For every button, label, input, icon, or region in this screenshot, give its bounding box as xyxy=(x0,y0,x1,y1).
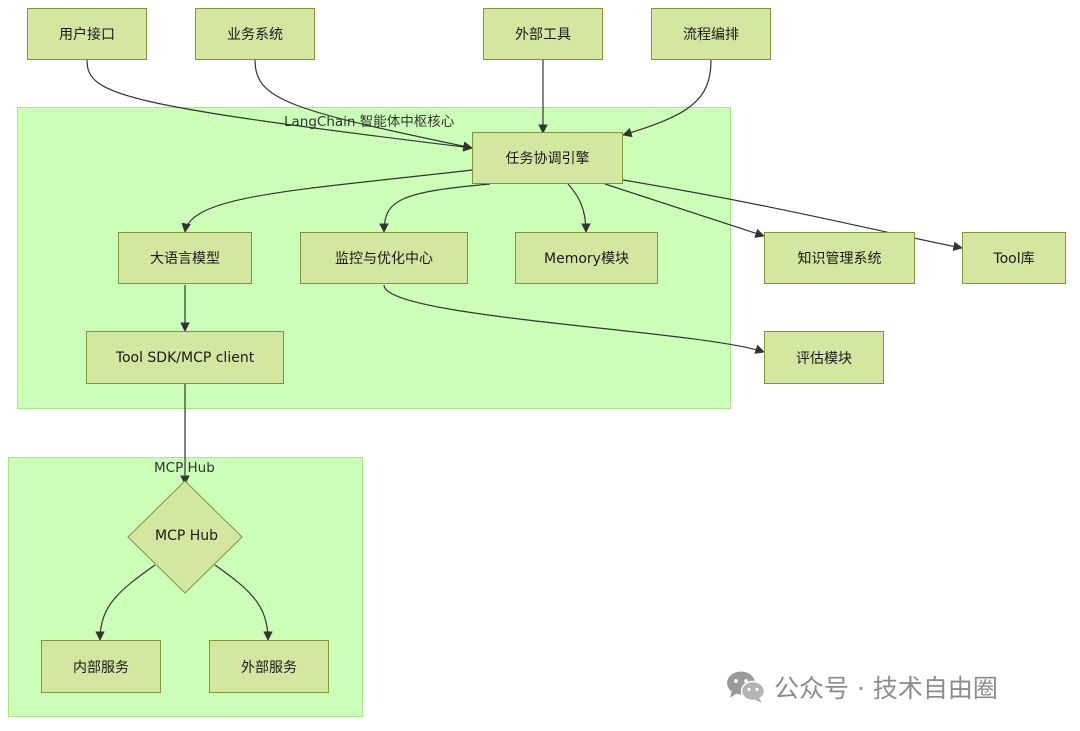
node-task-engine: 任务协调引擎 xyxy=(472,132,623,184)
node-monitor: 监控与优化中心 xyxy=(300,232,468,284)
edge-hub-to-external xyxy=(214,564,273,641)
edge-hub-to-internal xyxy=(95,564,156,641)
edge-engine-to-toollib xyxy=(622,179,963,252)
node-tool-sdk: Tool SDK/MCP client xyxy=(86,331,284,384)
node-internal-service: 内部服务 xyxy=(41,640,161,693)
node-tool-lib: Tool库 xyxy=(962,232,1066,284)
edge-engine-to-llm xyxy=(181,169,473,233)
watermark-text: 公众号 · 技术自由圈 xyxy=(774,674,998,703)
node-business-system: 业务系统 xyxy=(195,8,315,60)
edge-monitor-to-eval xyxy=(383,284,765,354)
node-llm: 大语言模型 xyxy=(118,232,252,284)
node-mcp-hub-label: MCP Hub xyxy=(155,528,219,544)
wechat-icon xyxy=(727,671,766,703)
hub-cluster-label: MCP Hub xyxy=(154,460,215,476)
core-cluster-label: LangChain 智能体中枢核心 xyxy=(284,114,455,130)
mcp-hub-diamond xyxy=(127,480,243,594)
node-external-service: 外部服务 xyxy=(209,640,329,693)
node-knowledge: 知识管理系统 xyxy=(764,232,915,284)
edge-engine-to-monitor xyxy=(379,183,491,233)
edge-engine-to-knowledge xyxy=(604,183,765,238)
node-memory: Memory模块 xyxy=(515,232,658,284)
node-user-interface: 用户接口 xyxy=(27,8,147,60)
edge-business-to-engine xyxy=(254,59,473,151)
node-external-tools: 外部工具 xyxy=(483,8,603,60)
edge-user-to-engine xyxy=(86,59,473,152)
node-workflow: 流程编排 xyxy=(651,8,771,60)
node-evaluation: 评估模块 xyxy=(764,331,884,384)
edge-engine-to-memory xyxy=(567,183,591,233)
edge-workflow-to-engine xyxy=(622,59,712,138)
watermark: 公众号 · 技术自由圈 xyxy=(726,669,998,705)
